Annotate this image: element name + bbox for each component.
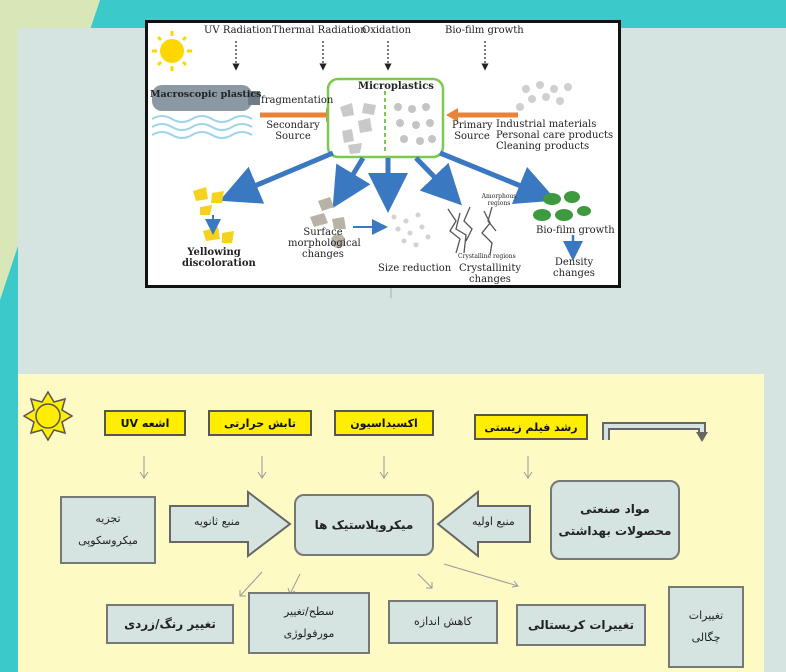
macroscopic-plastics-label: Macroscopic plastics [150, 89, 262, 100]
size-reduction-box: کاهش اندازه [388, 600, 498, 644]
fragmentation-label: fragmentation [261, 95, 334, 106]
crystal-changes-box: تغییرات کریستالی [516, 604, 646, 646]
sun-icon [152, 31, 192, 71]
primary-source-label-fa: منبع اولیه [472, 515, 515, 528]
biofilm-growth-label: Bio-film growth [536, 225, 615, 236]
microplastics-box: میکروپلاستیک ها [294, 494, 434, 556]
oxidation-box: اکسیداسیون [334, 410, 434, 436]
thermal-radiation-box: تابش حرارتی [208, 410, 312, 436]
biofilm-box: رشد فیلم زیستی [474, 414, 588, 440]
crystalline-regions-label: Crystalline regions [458, 253, 516, 260]
biofilm-growth-top-label: Bio-film growth [445, 25, 524, 36]
microplastics-label: Microplastics [358, 81, 434, 92]
thermal-radiation-label: Thermal Radiation [272, 25, 367, 36]
secondary-source-label-fa: منبع ثانویه [194, 515, 240, 528]
oxidation-label: Oxidation [362, 25, 412, 36]
size-reduction-label: Size reduction [378, 263, 452, 274]
discoloration-box: تغییر رنگ/زردی [106, 604, 234, 644]
uv-radiation-box: اشعه UV [104, 410, 186, 436]
figure-graphics [151, 31, 591, 261]
microplastics-figure: UV Radiation Thermal Radiation Oxidation… [145, 20, 621, 288]
uv-radiation-label: UV Radiation [204, 25, 272, 36]
